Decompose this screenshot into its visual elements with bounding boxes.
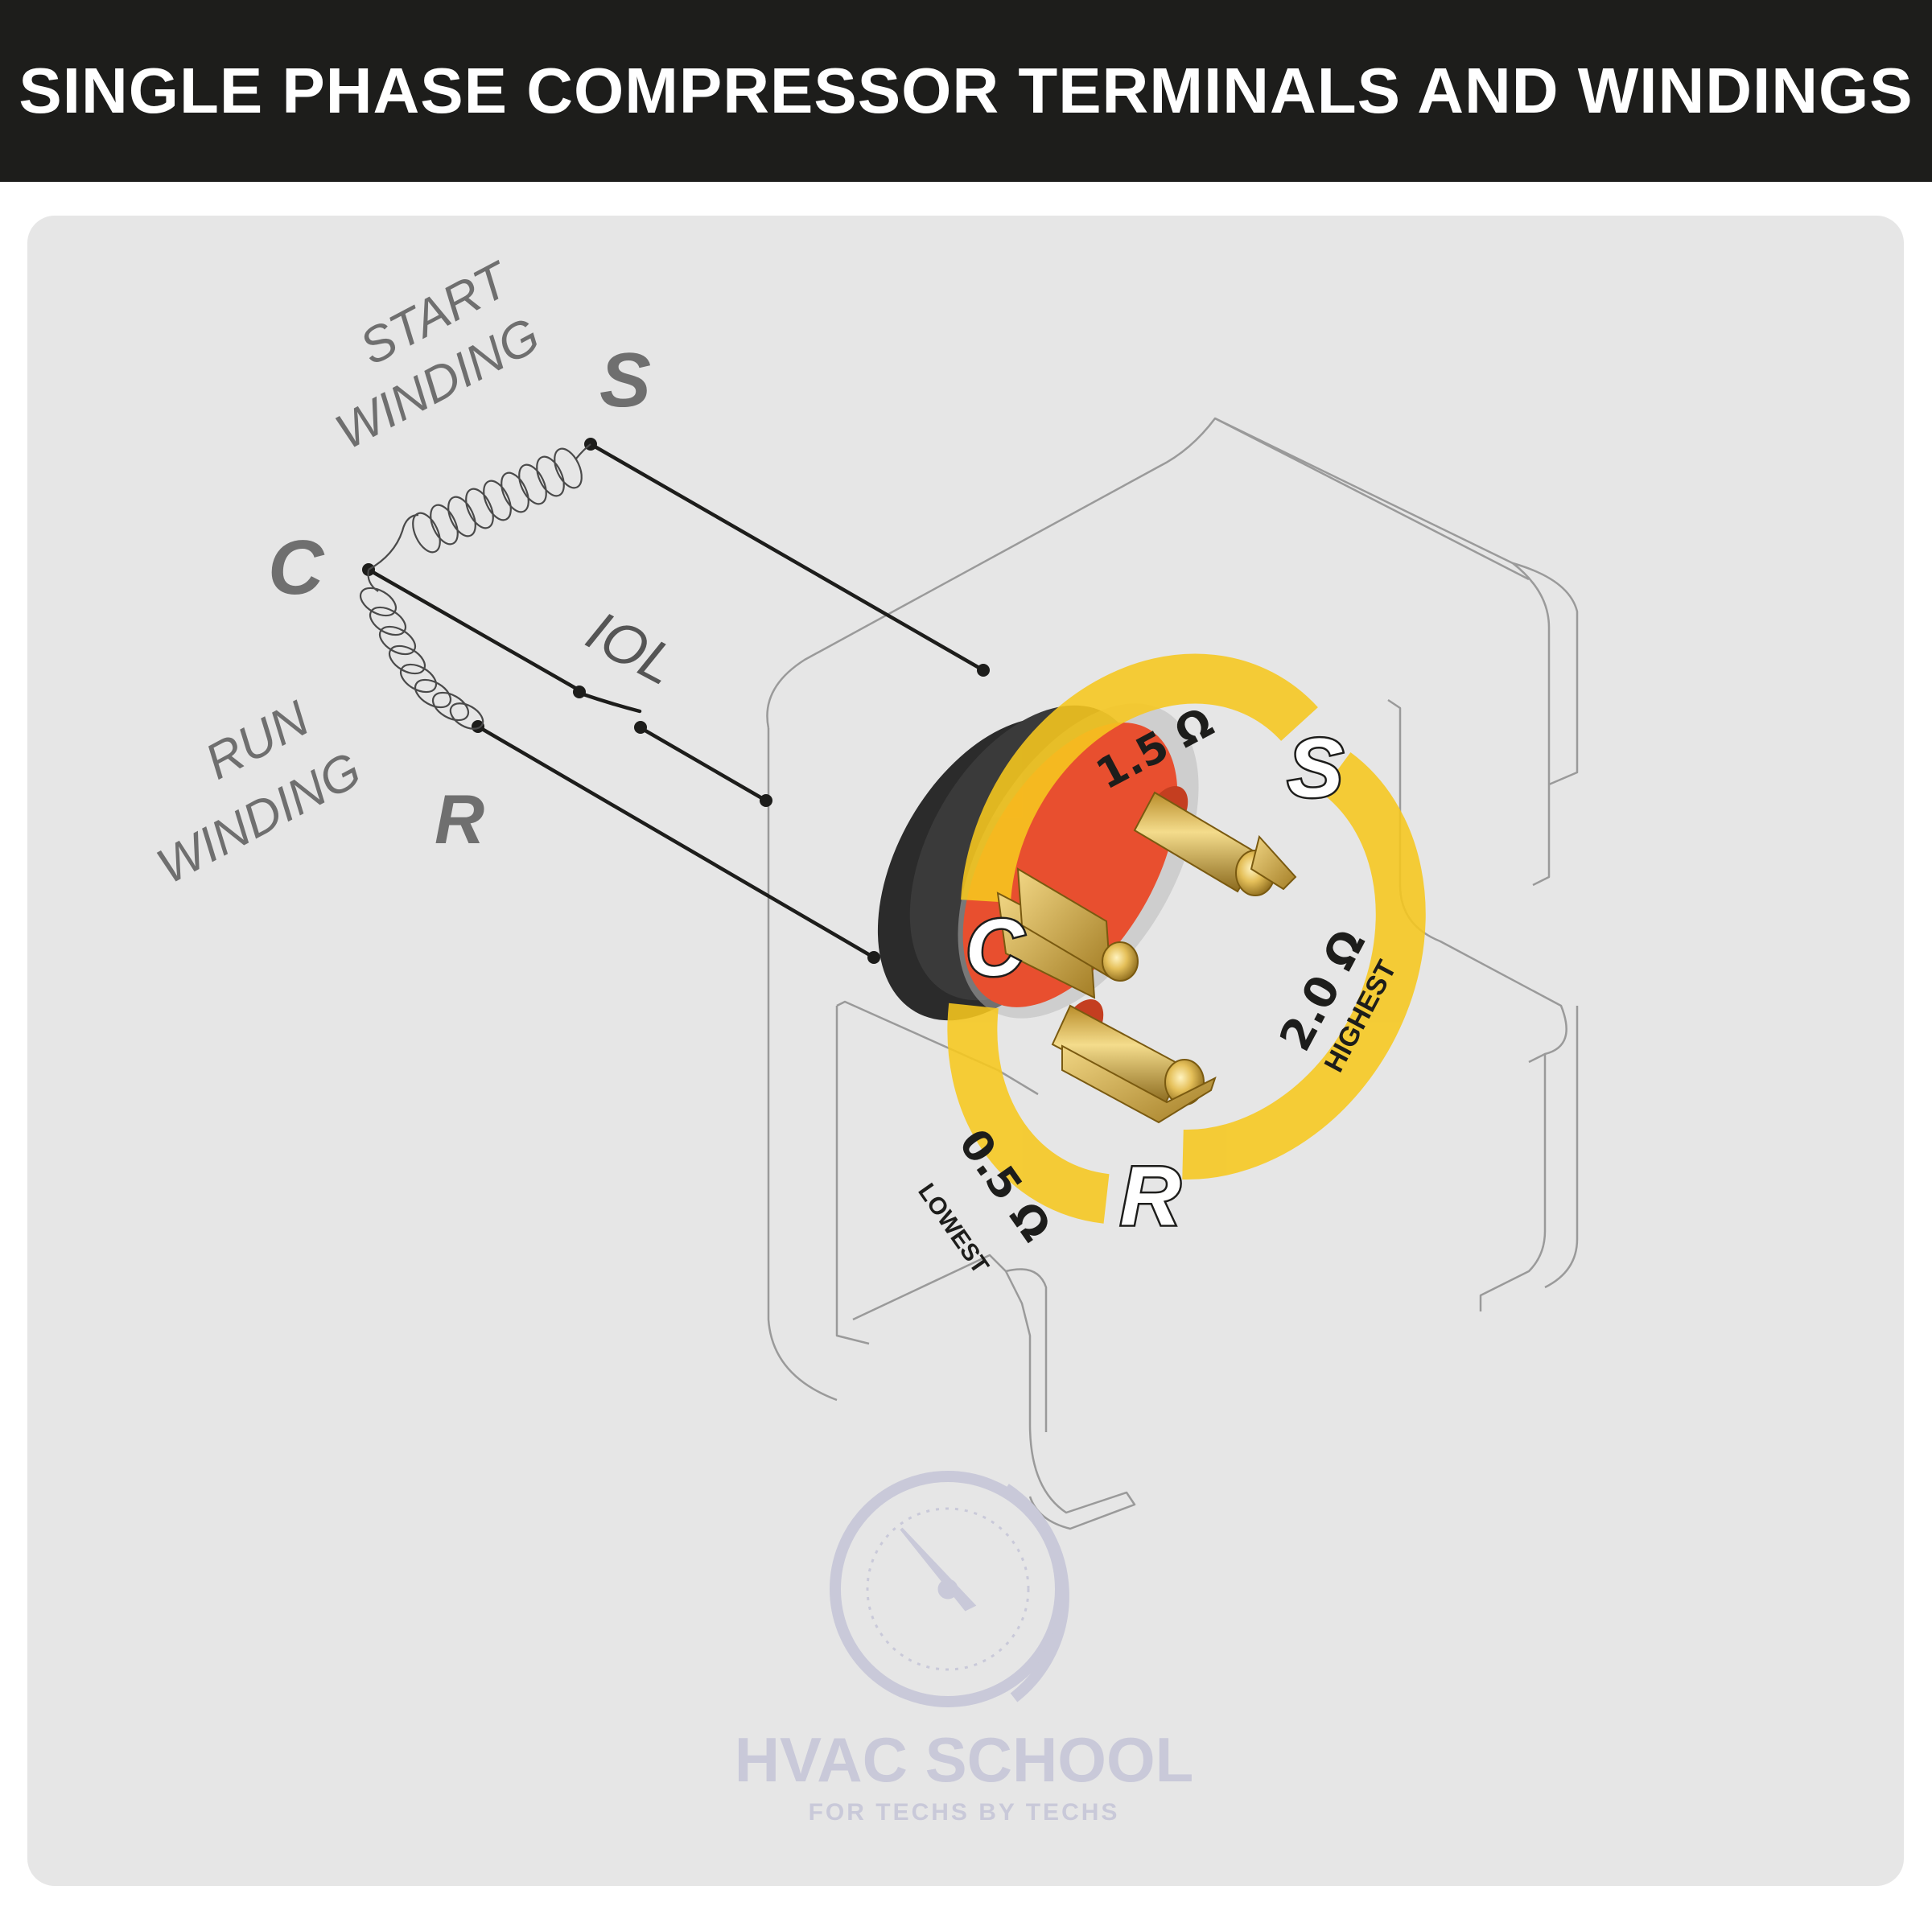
wires	[366, 442, 986, 960]
watermark-title: HVAC SCHOOL	[735, 1724, 1194, 1795]
overload-label: IOL	[577, 599, 686, 697]
terminal-label-s: S	[1287, 722, 1343, 815]
pin-s	[1133, 785, 1297, 896]
arc-c-to-r	[947, 1003, 1110, 1224]
resistance-arcs	[947, 653, 1426, 1224]
hvac-school-logo	[830, 1471, 1069, 1707]
arc-s-to-r	[1182, 752, 1426, 1180]
arc-c-to-s	[961, 653, 1318, 904]
run-winding-coil	[359, 569, 484, 730]
pin-c	[996, 867, 1139, 999]
schematic-terminal-s: S	[599, 337, 651, 423]
terminal-label-c: C	[966, 903, 1025, 993]
schematic-terminal-r: R	[435, 781, 484, 858]
pin-r	[1051, 998, 1217, 1124]
schematic-terminal-c: C	[268, 525, 325, 611]
page-title: SINGLE PHASE COMPRESSOR TERMINALS AND WI…	[19, 55, 1913, 126]
start-winding-label: START WINDING	[327, 251, 549, 461]
start-winding-coil	[368, 443, 591, 570]
watermark-subtitle: FOR TECHS BY TECHS	[809, 1799, 1120, 1826]
run-winding-label: RUN WINDING	[148, 690, 370, 895]
header-bar: SINGLE PHASE COMPRESSOR TERMINALS AND WI…	[0, 0, 1932, 182]
terminal-label-r: R	[1120, 1150, 1180, 1243]
compressor-shell-outline	[766, 417, 1579, 1530]
